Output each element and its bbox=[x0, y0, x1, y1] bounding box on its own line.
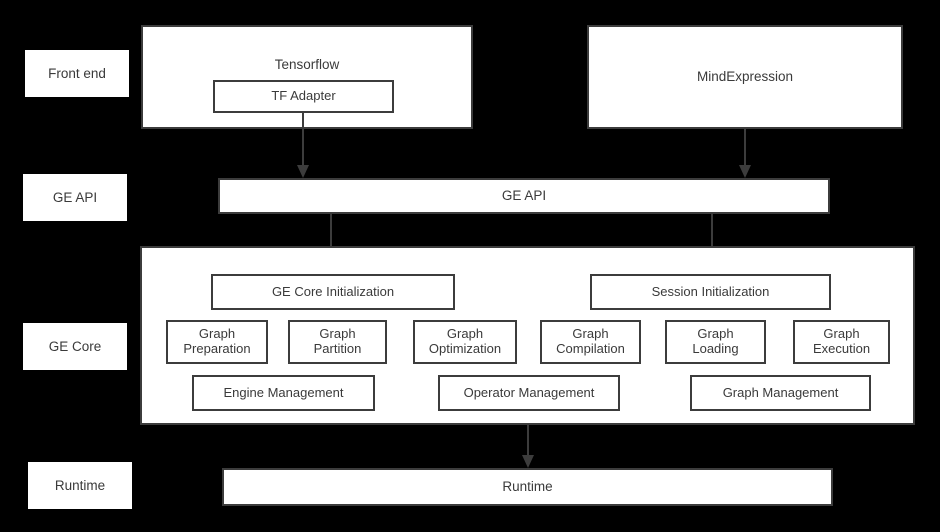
runtime-bar[interactable]: Runtime bbox=[222, 468, 833, 506]
graph-compilation-box[interactable]: Graph Compilation bbox=[540, 320, 641, 364]
runtime-bar-label: Runtime bbox=[502, 479, 553, 495]
graph-execution-box[interactable]: Graph Execution bbox=[793, 320, 890, 364]
graph-optimization-box[interactable]: Graph Optimization bbox=[413, 320, 517, 364]
arrow-head bbox=[297, 165, 309, 178]
ge-api-bar-label: GE API bbox=[501, 188, 547, 204]
layer-label-ge-api-text: GE API bbox=[52, 189, 98, 205]
arrow-ge-core-to-runtime bbox=[522, 425, 534, 468]
mindexpression-title: MindExpression bbox=[696, 69, 794, 85]
graph-preparation-label: Graph Preparation bbox=[183, 326, 251, 356]
arrow-head bbox=[739, 165, 751, 178]
arrow-head bbox=[522, 455, 534, 468]
graph-preparation-box[interactable]: Graph Preparation bbox=[166, 320, 268, 364]
ge-api-bar[interactable]: GE API bbox=[218, 178, 830, 214]
arrow-mindexpression-to-ge-api bbox=[739, 129, 751, 178]
layer-label-ge-core-text: GE Core bbox=[48, 338, 102, 354]
tf-adapter-label: TF Adapter bbox=[271, 88, 336, 104]
mindexpression-container[interactable]: MindExpression bbox=[587, 25, 903, 129]
arrow-shaft bbox=[302, 113, 304, 165]
arrow-shaft bbox=[330, 214, 332, 261]
graph-execution-label: Graph Execution bbox=[812, 326, 871, 356]
layer-label-ge-api: GE API bbox=[23, 174, 127, 221]
arrow-shaft bbox=[527, 425, 529, 455]
graph-partition-label: Graph Partition bbox=[313, 326, 362, 356]
layer-label-runtime-text: Runtime bbox=[54, 477, 106, 493]
ge-core-initialization-box[interactable]: GE Core Initialization bbox=[211, 274, 455, 310]
session-initialization-box[interactable]: Session Initialization bbox=[590, 274, 831, 310]
ge-core-initialization-label: GE Core Initialization bbox=[271, 283, 395, 299]
session-initialization-label: Session Initialization bbox=[651, 283, 770, 299]
layer-label-ge-core: GE Core bbox=[23, 323, 127, 370]
tf-adapter-box[interactable]: TF Adapter bbox=[213, 80, 394, 113]
graph-partition-box[interactable]: Graph Partition bbox=[288, 320, 387, 364]
arrow-shaft bbox=[744, 129, 746, 165]
operator-management-box[interactable]: Operator Management bbox=[438, 375, 620, 411]
graph-loading-label: Graph Loading bbox=[692, 326, 739, 356]
layer-label-runtime: Runtime bbox=[28, 462, 132, 509]
engine-management-label: Engine Management bbox=[223, 384, 344, 400]
graph-compilation-label: Graph Compilation bbox=[556, 326, 625, 356]
graph-loading-box[interactable]: Graph Loading bbox=[665, 320, 766, 364]
graph-management-label: Graph Management bbox=[722, 384, 839, 400]
layer-label-front-end-text: Front end bbox=[48, 65, 106, 81]
layer-label-front-end: Front end bbox=[25, 50, 129, 97]
tensorflow-title: Tensorflow bbox=[274, 57, 340, 72]
operator-management-label: Operator Management bbox=[463, 384, 595, 400]
engine-management-box[interactable]: Engine Management bbox=[192, 375, 375, 411]
arrow-tf-adapter-to-ge-api bbox=[297, 113, 309, 178]
graph-optimization-label: Graph Optimization bbox=[428, 326, 502, 356]
arrow-shaft bbox=[711, 214, 713, 261]
graph-management-box[interactable]: Graph Management bbox=[690, 375, 871, 411]
